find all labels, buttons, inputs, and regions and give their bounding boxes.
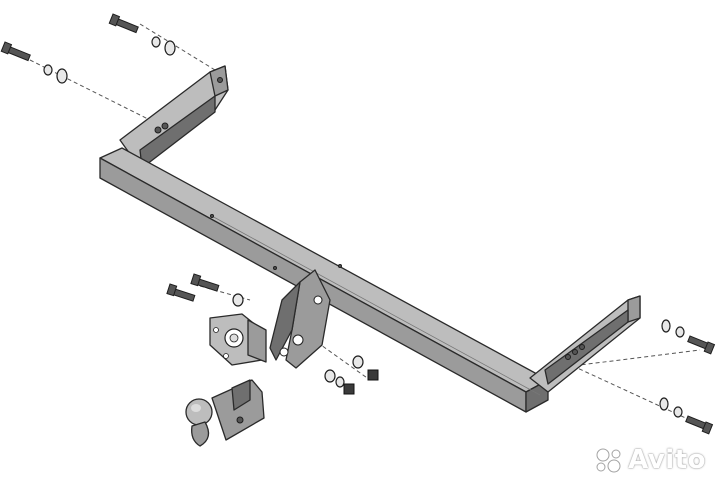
right-bracket: [529, 295, 641, 393]
left-bracket: [119, 65, 229, 169]
center-plate: [269, 269, 331, 369]
crossbar: [99, 147, 549, 413]
tow-ball: [185, 379, 265, 447]
avito-dots-icon: [596, 448, 621, 473]
avito-watermark: Avito: [594, 445, 706, 475]
bolt-set-right-upper: [661, 319, 716, 355]
bolt-set-top-left: [0, 41, 68, 84]
bolt-set-right-lower: [659, 397, 714, 435]
watermark-text: Avito: [628, 445, 706, 475]
bolt-set-top: [108, 13, 176, 56]
assembly-guide-lines: [29, 23, 701, 421]
socket-plate: [209, 313, 267, 366]
bolt-set-center: [166, 273, 379, 395]
